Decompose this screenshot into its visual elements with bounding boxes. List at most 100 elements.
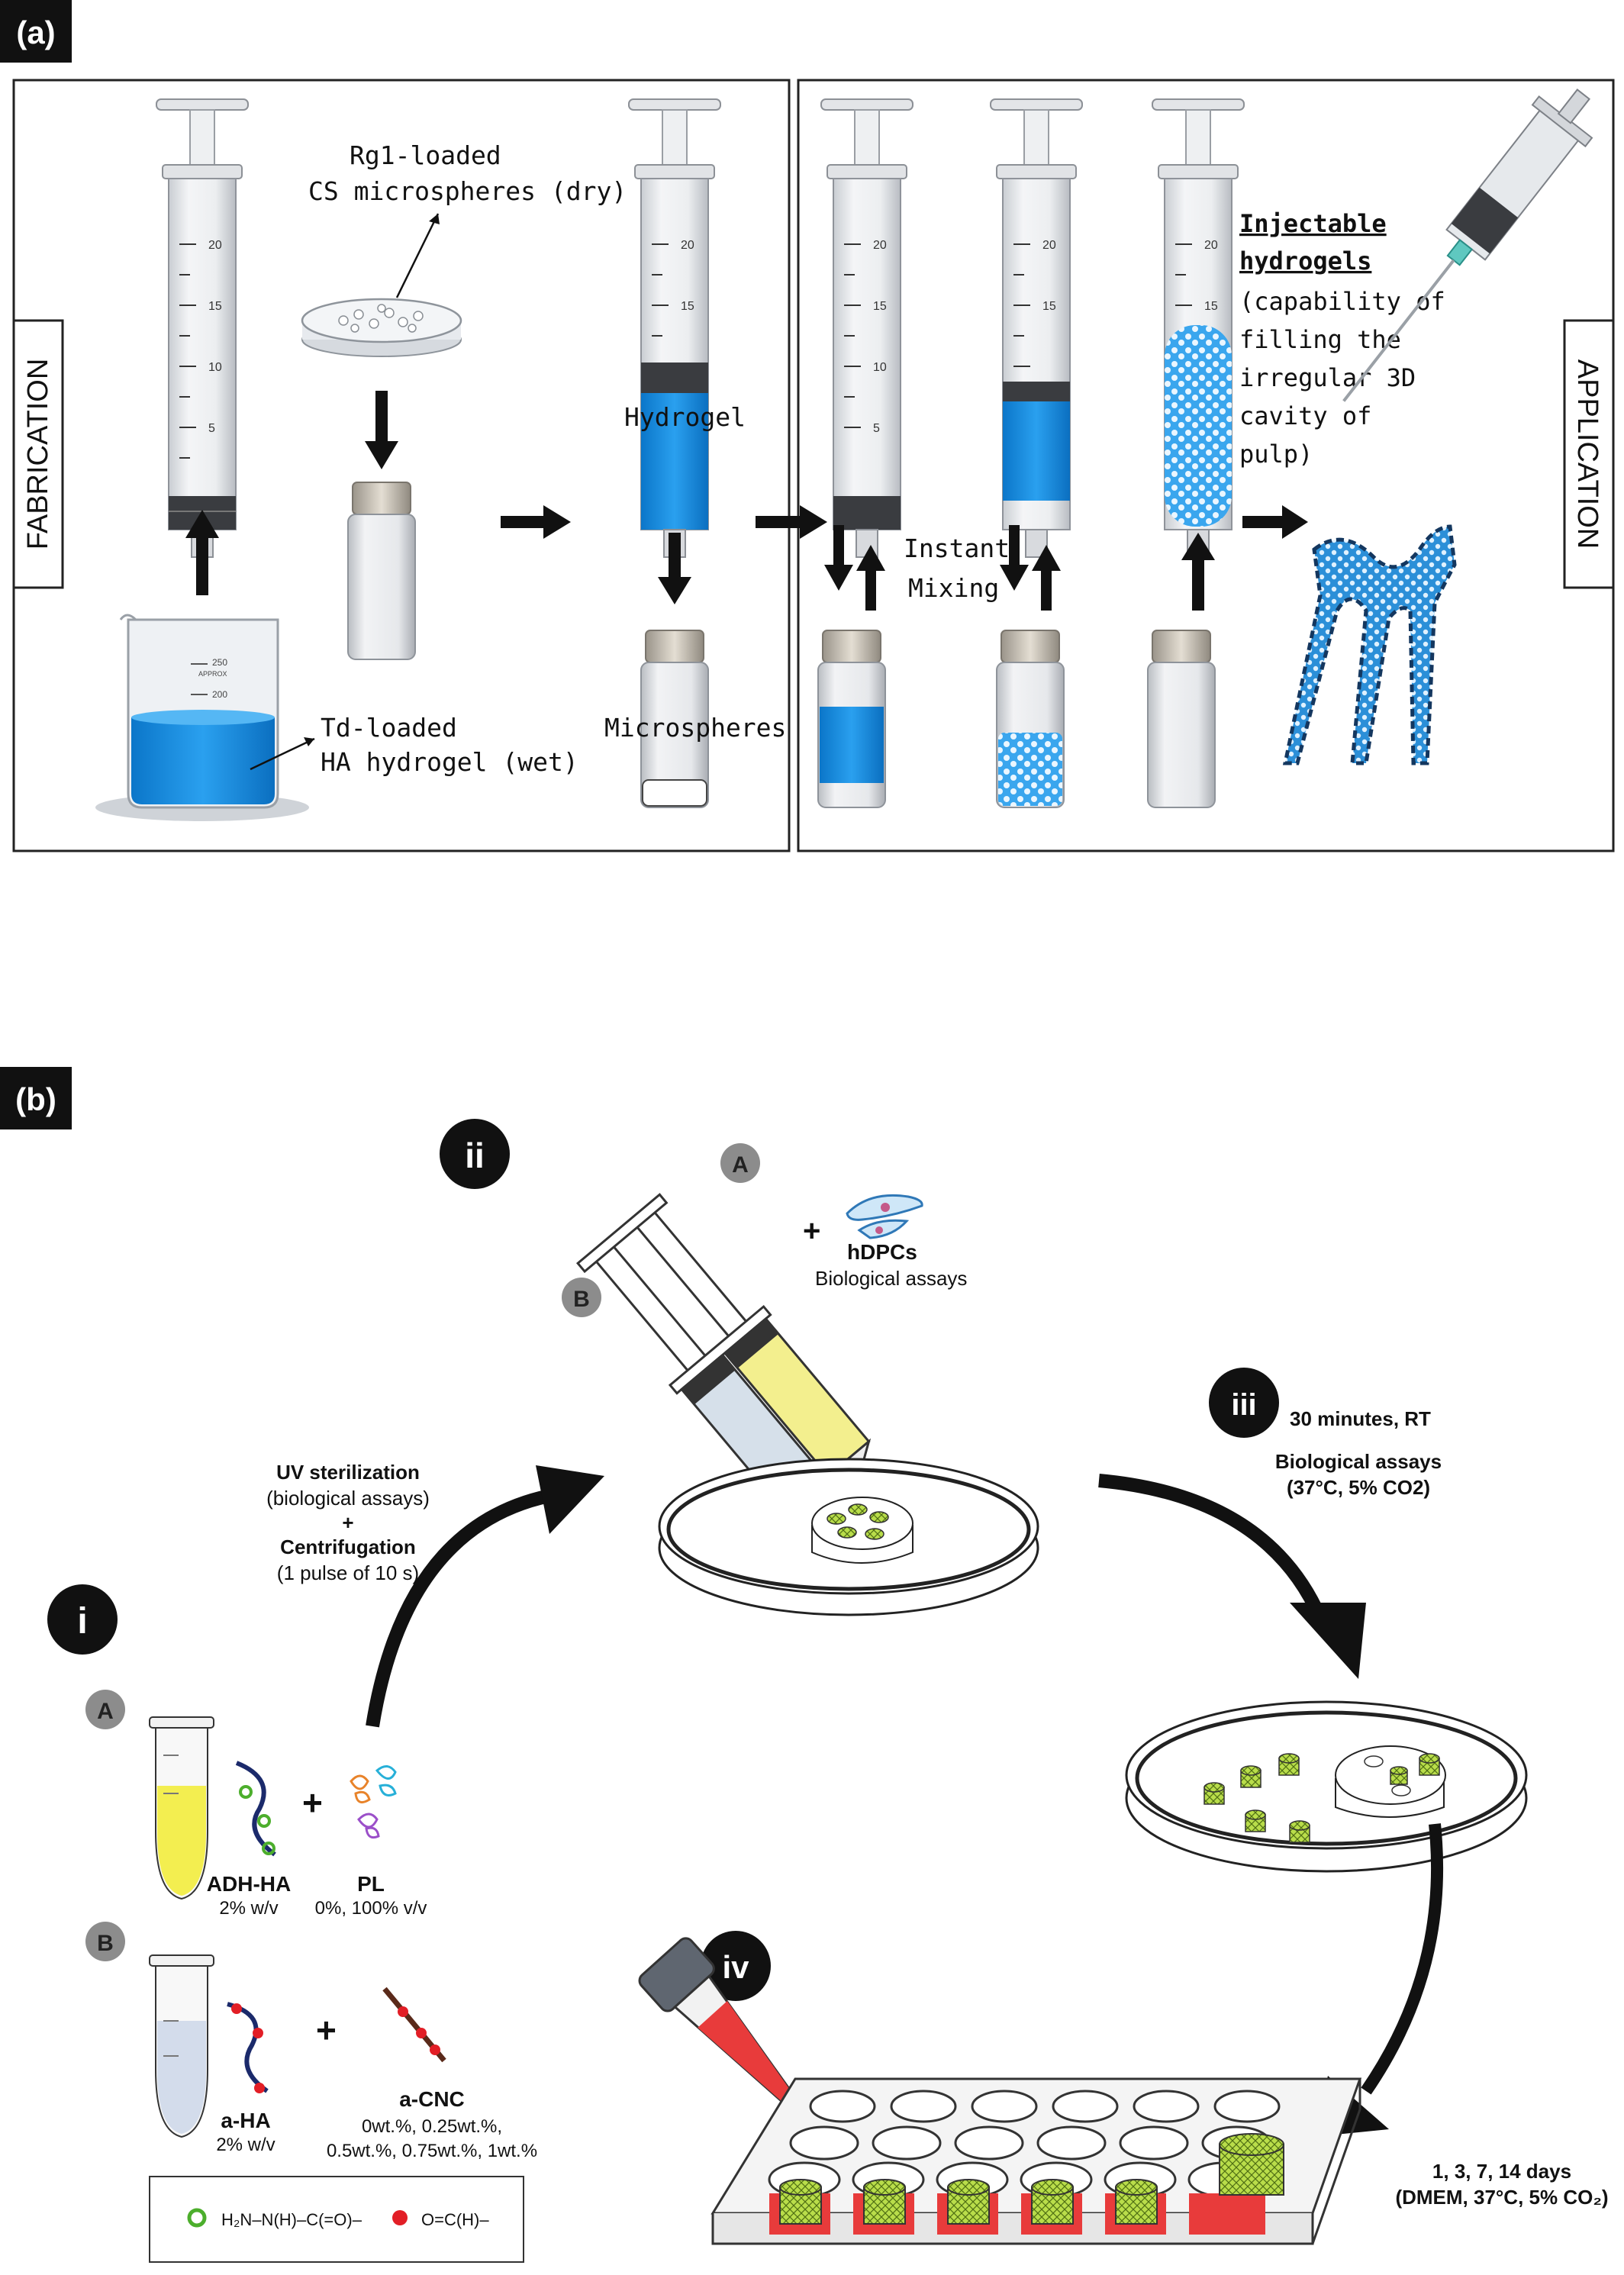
injectable-desc-1: (capability of (1239, 287, 1445, 316)
syringe-label-a-circle (720, 1143, 760, 1183)
svg-text:250: 250 (212, 657, 227, 668)
vial-empty-2 (1147, 630, 1216, 808)
syringe-empty-2: 20 15 10 5 (820, 98, 914, 558)
plus-hdpcs: + (803, 1214, 820, 1248)
pipette-icon (638, 1937, 804, 2115)
arrow-right-1 (501, 505, 571, 539)
injectable-desc-3: irregular 3D (1239, 363, 1416, 392)
rg1-label-1: Rg1-loaded (350, 140, 501, 170)
step-ii-circle (440, 1119, 510, 1189)
step-iv-label: iv (722, 1949, 749, 1985)
step-i-label: i (77, 1601, 87, 1642)
svg-text:10: 10 (873, 361, 887, 374)
injectable-desc-5: pulp) (1239, 440, 1313, 469)
curved-arrow-ii-to-iii (1098, 1474, 1366, 1679)
application-label-box (1563, 319, 1615, 589)
biological-assays-label: Biological assays (815, 1267, 967, 1290)
svg-text:20: 20 (681, 239, 694, 252)
curved-arrow-i-to-ii (366, 1465, 604, 1728)
svg-text:15: 15 (681, 300, 694, 313)
svg-text:10: 10 (208, 361, 222, 374)
adh-ha-polymer (235, 1761, 276, 1857)
panel-b: (b) ii A B (0, 1067, 1609, 2263)
beaker-hydrogel: 250 APPROX 200 (95, 614, 309, 821)
petri-dish-right (1125, 1700, 1528, 1873)
svg-text:15: 15 (208, 300, 222, 313)
legend-aldehyde-icon (392, 2210, 408, 2225)
uv-label-1: UV sterilization (276, 1461, 420, 1484)
injectable-desc-2: filling the (1239, 325, 1401, 354)
a-ha-conc: 2% w/v (216, 2135, 275, 2155)
tube-b (149, 1954, 214, 2138)
fabrication-label-box (12, 319, 64, 589)
a-cnc-conc-2: 0.5wt.%, 0.75wt.%, 1wt.% (327, 2141, 537, 2161)
uv-label-5: (1 pulse of 10 s) (277, 1561, 419, 1584)
arrow-right-3 (1242, 505, 1308, 539)
svg-text:15: 15 (1042, 300, 1056, 313)
step-iii-label: iii (1231, 1388, 1256, 1422)
legend-box (149, 2176, 524, 2263)
injectable-title-1: Injectable (1239, 209, 1387, 238)
tube-b-circle (85, 1922, 125, 1961)
rg1-label-2: CS microspheres (dry) (308, 176, 627, 206)
a-ha-label: a-HA (221, 2109, 270, 2132)
panel-a-tag-box (0, 0, 72, 63)
syringe-partial-hydrogel: 20 15 (990, 98, 1083, 558)
td-label-1: Td-loaded (321, 713, 457, 743)
step-i-circle (47, 1584, 118, 1655)
plus-b: + (316, 2010, 337, 2050)
svg-text:200: 200 (212, 689, 227, 700)
hdpcs-label: hDPCs (847, 1240, 917, 1264)
arrows-down-up-1 (824, 525, 885, 611)
well-plate (710, 2077, 1362, 2245)
hydrogel-label: Hydrogel (624, 402, 746, 432)
mixing-label-1: Instant (904, 533, 1010, 563)
tube-b-label: B (97, 1931, 114, 1956)
vial-microspheres (640, 630, 709, 808)
injectable-title-2: hydrogels (1239, 247, 1371, 276)
adh-ha-label: ADH-HA (207, 1872, 291, 1896)
td-pointer-head (304, 737, 314, 746)
a-cnc-conc-1: 0wt.%, 0.25wt.%, (362, 2116, 502, 2137)
syringe-label-a: A (732, 1152, 749, 1178)
rg1-pointer-line (395, 213, 440, 298)
td-label-2: HA hydrogel (wet) (321, 747, 578, 777)
panel-a-tag: (a) (16, 15, 55, 50)
vial-hydrogel (817, 630, 886, 808)
legend-hydrazide-icon (187, 2208, 207, 2228)
panel-b-tag-box (0, 1067, 72, 1129)
step-iii-circle (1209, 1368, 1279, 1438)
adh-ha-conc: 2% w/v (219, 1898, 278, 1919)
arrow-down-syringe-to-vial (658, 533, 691, 604)
a-cnc-rod (382, 1987, 446, 2063)
svg-text:5: 5 (208, 422, 215, 435)
tube-a (149, 1716, 214, 1900)
pl-icon (350, 1765, 397, 1839)
petri-dish-microspheres (301, 298, 462, 357)
pl-conc: 0%, 100% v/v (315, 1898, 427, 1919)
svg-text:20: 20 (1042, 239, 1056, 252)
days-label-2: (DMEM, 37°C, 5% CO₂) (1395, 2186, 1608, 2209)
vial-microspheres-mixed (996, 630, 1065, 808)
arrows-down-up-2 (1000, 525, 1061, 611)
syringe-loaded: 20 15 (1152, 98, 1245, 558)
pl-label: PL (357, 1872, 385, 1896)
iii-label-3: (37°C, 5% CO2) (1287, 1476, 1430, 1499)
arrow-up-3 (1181, 533, 1215, 611)
a-cnc-label: a-CNC (399, 2087, 465, 2111)
syringe-label-b: B (573, 1287, 590, 1312)
pulp-cavity (1282, 524, 1457, 765)
svg-text:15: 15 (873, 300, 887, 313)
application-label: APPLICATION (1571, 359, 1603, 549)
uv-label-2: (biological assays) (266, 1487, 430, 1510)
cell-icon (846, 1194, 923, 1239)
svg-text:20: 20 (208, 239, 222, 252)
petri-dish-center (658, 1458, 1039, 1616)
plus-a: + (302, 1783, 323, 1822)
a-ha-polymer (227, 2002, 269, 2093)
iii-label-1: 30 minutes, RT (1290, 1407, 1431, 1430)
panel-a: (a) FABRICATION APPLICATION 20 15 10 5 (0, 0, 1615, 852)
svg-text:20: 20 (873, 239, 887, 252)
td-pointer-line (250, 737, 315, 771)
